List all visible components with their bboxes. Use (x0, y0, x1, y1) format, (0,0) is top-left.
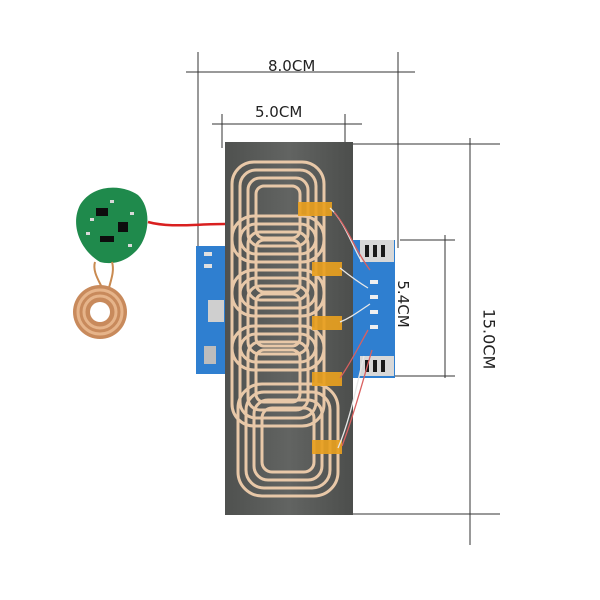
kapton-tape (298, 202, 342, 454)
coil-width-label: 5.0CM (255, 103, 303, 121)
receiver-module (73, 187, 148, 339)
coil-leads (329, 207, 373, 449)
coil-height-label: 5.4CM (394, 280, 412, 328)
total-height-label: 15.0CM (479, 308, 499, 370)
red-wire (147, 220, 226, 227)
dimension-lines (186, 52, 500, 545)
total-width-label: 8.0CM (268, 57, 316, 75)
